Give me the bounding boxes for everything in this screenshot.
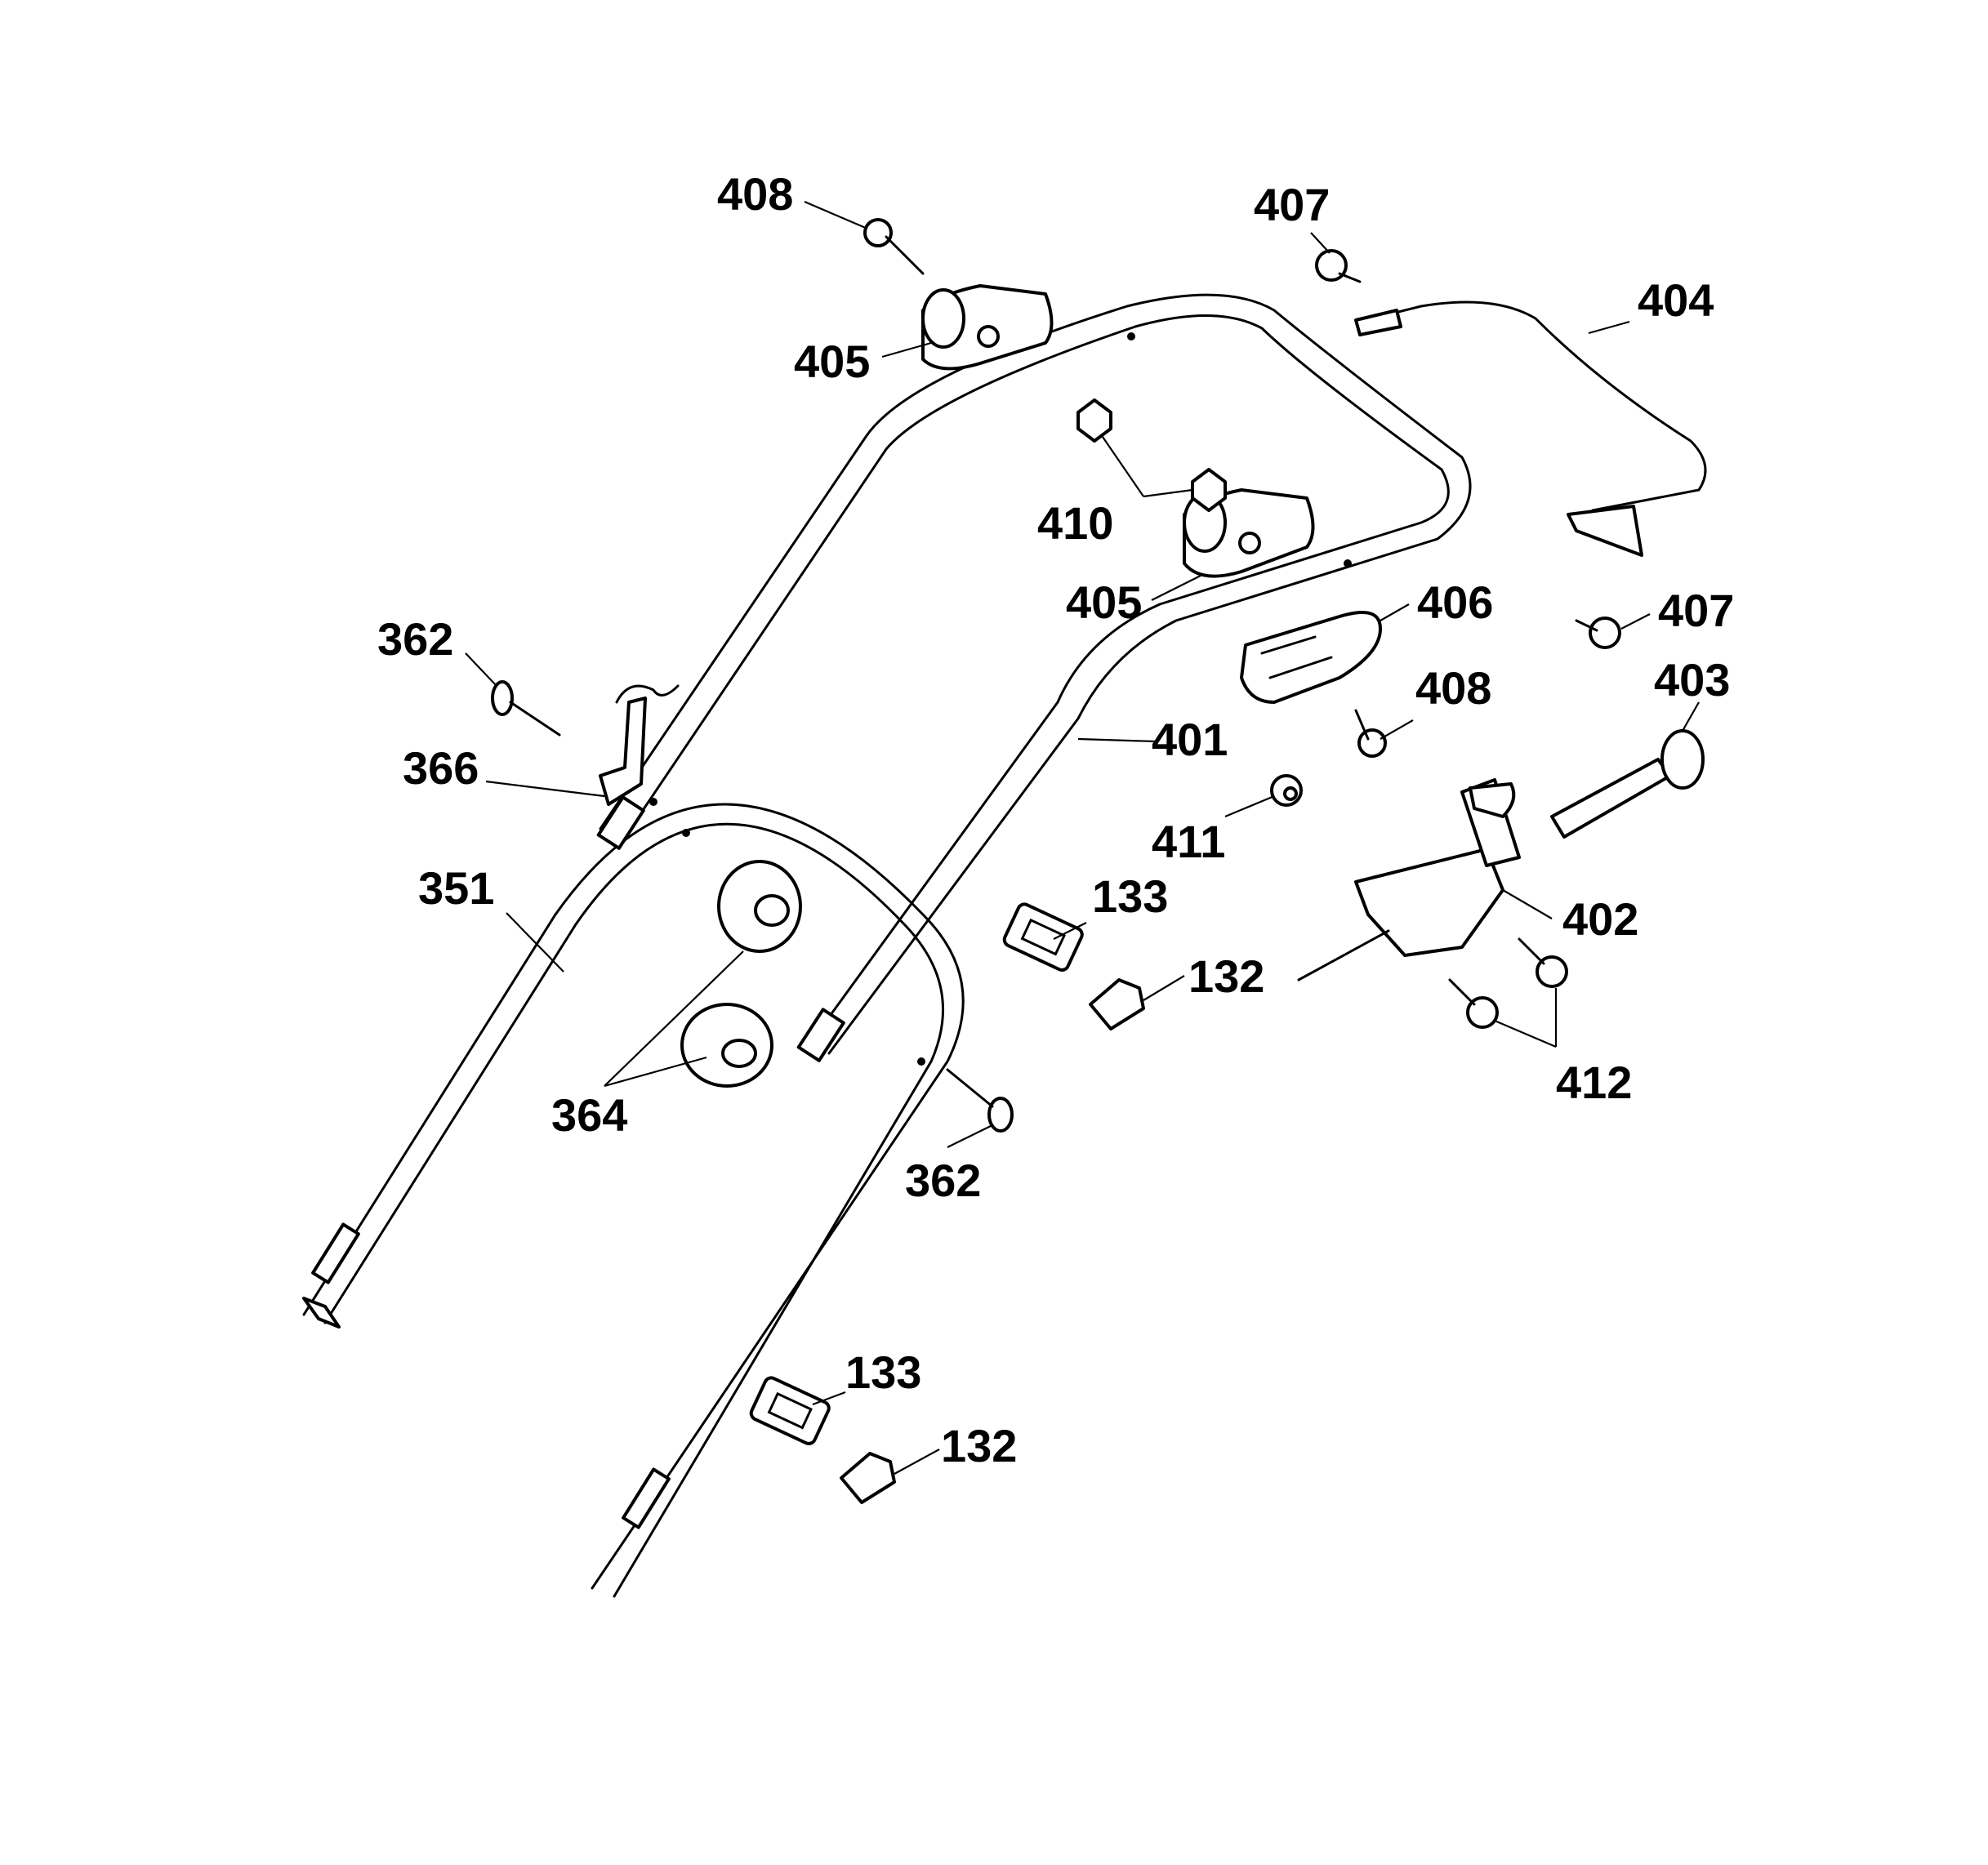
leader-lines (465, 200, 1700, 1475)
callout-410: 410 (1037, 497, 1113, 549)
callout-364: 364 (551, 1089, 627, 1141)
callout-132-upper: 132 (1188, 950, 1264, 1002)
bracket-366 (599, 684, 680, 806)
callout-407-lower: 407 (1658, 585, 1734, 636)
clip-133-lower (749, 1376, 831, 1445)
callout-362-upper: 362 (377, 613, 453, 665)
bolt-408-lower (1354, 709, 1387, 758)
bolt-362-lower (946, 1068, 1014, 1133)
throttle-control-402 (1297, 778, 1521, 981)
callout-366: 366 (403, 742, 479, 794)
callout-407-upper: 407 (1254, 179, 1330, 230)
nut-411 (1270, 774, 1303, 807)
callout-405-upper: 405 (794, 336, 870, 387)
callout-132-lower: 132 (941, 1420, 1017, 1471)
callout-406: 406 (1417, 576, 1493, 628)
callout-405-lower: 405 (1066, 576, 1142, 628)
callout-408-lower: 408 (1415, 662, 1491, 714)
callout-133-upper: 133 (1092, 870, 1168, 922)
callout-133-lower: 133 (845, 1346, 921, 1398)
knob-364-lower (680, 1003, 773, 1088)
clip-133-upper (1002, 902, 1084, 972)
control-housing-406 (1240, 611, 1382, 704)
callout-401: 401 (1152, 714, 1228, 765)
control-rod-404 (1354, 300, 1707, 557)
callout-403: 403 (1654, 654, 1730, 705)
callout-402: 402 (1562, 893, 1638, 945)
screw-412 (1448, 937, 1568, 1029)
lower-handle-351 (302, 803, 965, 1598)
handle-clamp-405-upper (921, 284, 1054, 371)
callout-412: 412 (1556, 1057, 1632, 1108)
lever-403 (1550, 729, 1705, 839)
callout-351: 351 (418, 862, 494, 914)
rivet-407-upper (1315, 249, 1362, 283)
clip-132-upper (1089, 978, 1145, 1030)
nut-410 (1076, 398, 1227, 512)
bolt-408-upper (863, 218, 925, 275)
callout-404: 404 (1638, 274, 1714, 326)
clip-132-lower (840, 1452, 896, 1504)
callout-408-upper: 408 (717, 168, 793, 220)
callout-411: 411 (1152, 816, 1225, 867)
bolt-362-upper (491, 680, 561, 737)
rivet-407-lower (1575, 616, 1621, 649)
knob-364-upper (717, 860, 802, 953)
callout-362-lower: 362 (905, 1155, 981, 1206)
